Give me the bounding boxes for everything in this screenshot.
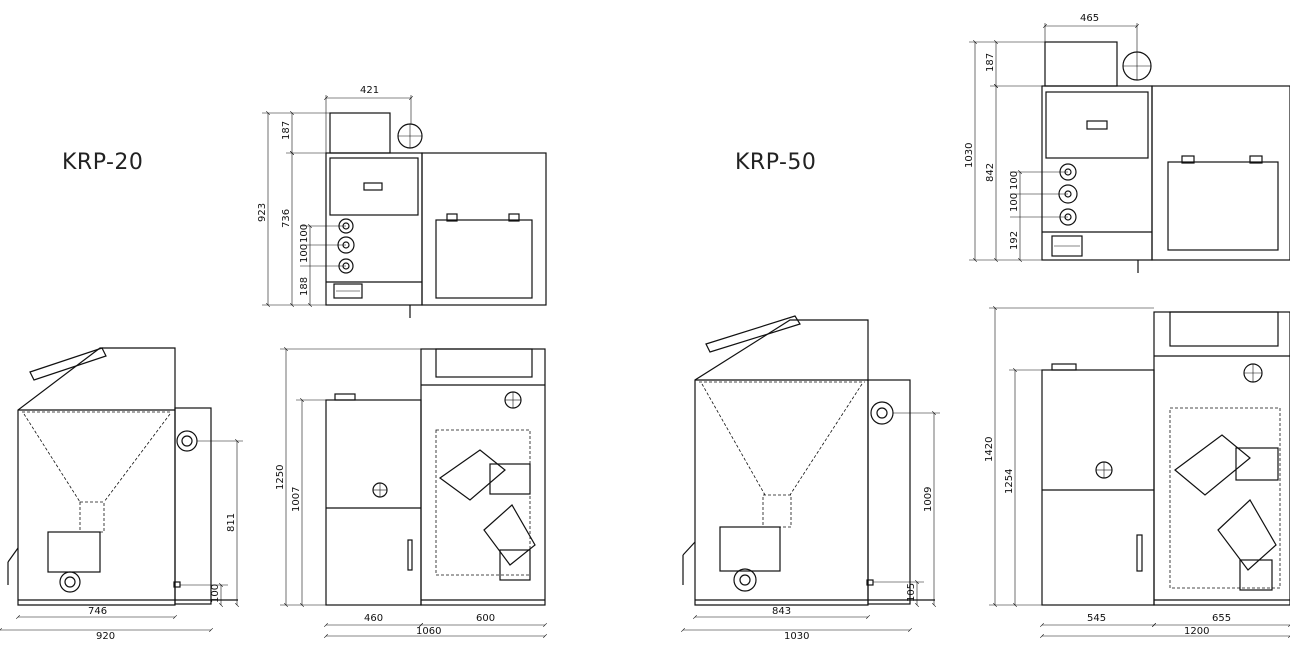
dim-krp50-hbase: 192 (1009, 231, 1020, 250)
dim-krp50-sp1: 100 (1009, 171, 1020, 190)
dim-krp20-depth-total: 920 (96, 631, 115, 641)
dim-krp50-houtlet: 1009 (923, 487, 934, 512)
dim-krp50-depth-total: 1030 (784, 631, 809, 641)
dim-krp20-houtlet: 811 (226, 513, 237, 532)
dim-krp20-front-hbody: 1007 (291, 487, 302, 512)
dim-krp20-sp2: 100 (299, 244, 310, 263)
dim-krp20-width: 421 (360, 85, 379, 96)
dim-krp50-front-htotal: 1420 (984, 437, 995, 462)
dim-krp50-hbody: 842 (985, 163, 996, 182)
model-label-krp20: KRP-20 (62, 150, 144, 175)
dim-krp50-wboiler: 545 (1087, 613, 1106, 624)
krp20-side-view: 811 100 746 920 (0, 347, 243, 642)
dim-krp50-htotal: 1030 (964, 143, 975, 168)
krp50-front-view: 1420 1254 545 655 1200 (984, 308, 1290, 637)
dim-krp20-wtotal: 1060 (416, 626, 441, 637)
dim-krp50-width: 465 (1080, 13, 1099, 24)
dim-krp50-whopper: 655 (1212, 613, 1231, 624)
dim-krp20-wboiler: 460 (364, 613, 383, 624)
dim-krp20-hbase: 188 (299, 277, 310, 296)
dim-krp50-sp2: 100 (1009, 193, 1020, 212)
dim-krp20-depth-inner: 746 (88, 606, 107, 617)
krp20-front-elevation: 421 187 923 736 100 100 188 (257, 85, 547, 318)
krp50-front-elevation: 465 187 1030 842 100 100 192 (964, 13, 1290, 273)
dim-krp20-sp1: 100 (299, 224, 310, 243)
dim-krp20-hlow: 100 (210, 584, 221, 603)
dim-krp50-wtotal: 1200 (1184, 626, 1209, 637)
krp50-side-view: 1009 105 843 1030 (683, 315, 940, 642)
dim-krp20-hbody: 736 (281, 209, 292, 228)
dim-krp20-whopper: 600 (476, 613, 495, 624)
dim-krp20-htotal: 923 (257, 203, 268, 222)
dim-krp20-front-htotal: 1250 (275, 465, 286, 490)
model-label-krp50: KRP-50 (735, 150, 817, 175)
dim-krp50-htop: 187 (985, 53, 996, 72)
krp20-front-view: 1250 1007 460 600 1060 (275, 349, 545, 637)
dim-krp50-hlow: 105 (906, 583, 917, 602)
dim-krp20-htop: 187 (281, 121, 292, 140)
dim-krp50-front-hbody: 1254 (1004, 469, 1015, 494)
dim-krp50-depth-inner: 843 (772, 606, 791, 617)
